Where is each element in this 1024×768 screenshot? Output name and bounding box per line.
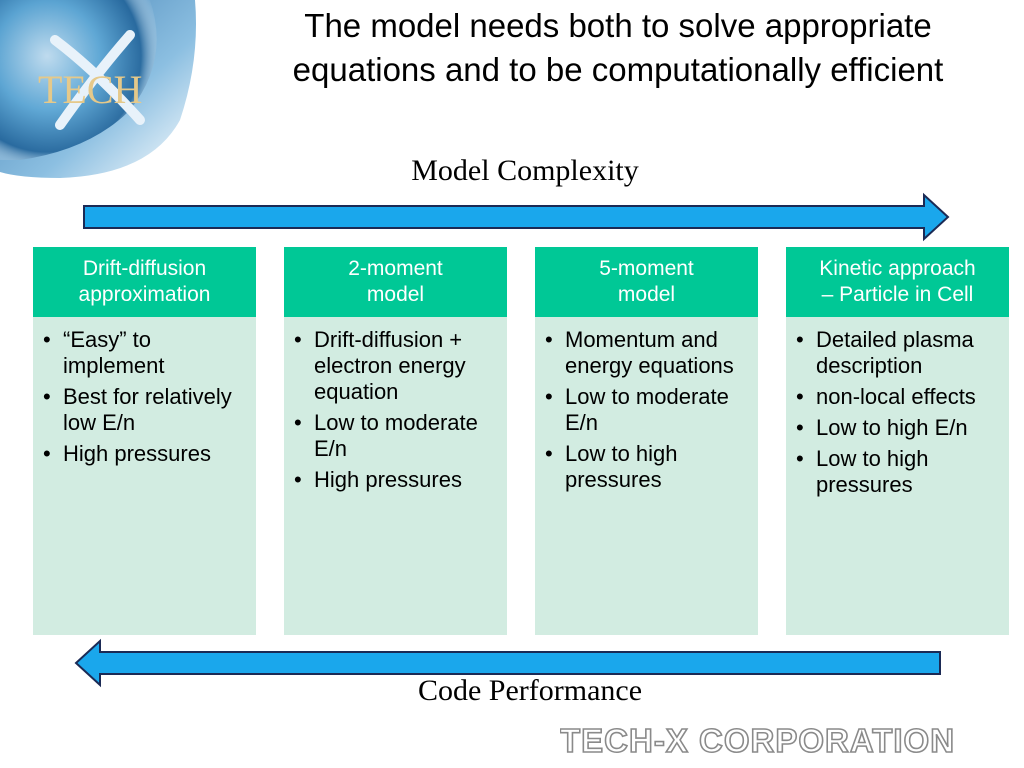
list-item: Detailed plasma description bbox=[796, 327, 1003, 379]
tech-x-logo: TECH bbox=[0, 0, 200, 180]
column-drift-diffusion: Drift-diffusion approximation “Easy” to … bbox=[33, 247, 256, 635]
bullet-list: Detailed plasma description non-local ef… bbox=[786, 317, 1009, 498]
column-header-line: – Particle in Cell bbox=[821, 283, 974, 306]
tech-x-corporation-wordmark: TECH-X CORPORATION bbox=[560, 722, 955, 758]
list-item: Drift-diffusion + electron energy equati… bbox=[294, 327, 501, 405]
bullet-list: Drift-diffusion + electron energy equati… bbox=[284, 317, 507, 493]
title-line-2: equations and to be computationally effi… bbox=[292, 51, 944, 88]
list-item: Low to moderate E/n bbox=[545, 384, 752, 436]
column-header-line: model bbox=[617, 283, 676, 306]
column-header-line: 5-moment bbox=[599, 257, 694, 280]
column-header: 2-moment model bbox=[284, 247, 507, 317]
svg-text:TECH-X CORPORATION: TECH-X CORPORATION bbox=[560, 722, 955, 758]
list-item: Low to high pressures bbox=[545, 441, 752, 493]
list-item: Low to high pressures bbox=[796, 446, 1003, 498]
list-item: Best for relatively low E/n bbox=[43, 384, 250, 436]
column-5-moment: 5-moment model Momentum and energy equat… bbox=[535, 247, 758, 635]
column-header: Drift-diffusion approximation bbox=[33, 247, 256, 317]
list-item: “Easy” to implement bbox=[43, 327, 250, 379]
list-item: Momentum and energy equations bbox=[545, 327, 752, 379]
left-arrow-icon bbox=[74, 638, 941, 688]
slide-title: The model needs both to solve appropriat… bbox=[212, 4, 1024, 92]
column-header: Kinetic approach – Particle in Cell bbox=[786, 247, 1009, 317]
column-header-line: model bbox=[366, 283, 425, 306]
model-complexity-label: Model Complexity bbox=[411, 154, 639, 187]
column-header-line: Drift-diffusion bbox=[82, 257, 207, 280]
title-line-1: The model needs both to solve appropriat… bbox=[304, 7, 932, 44]
column-header-line: Kinetic approach bbox=[819, 257, 976, 280]
svg-text:TECH: TECH bbox=[38, 67, 142, 112]
code-performance-label: Code Performance bbox=[417, 674, 643, 707]
bullet-list: “Easy” to implement Best for relatively … bbox=[33, 317, 256, 467]
list-item: Low to high E/n bbox=[796, 415, 1003, 441]
list-item: non-local effects bbox=[796, 384, 1003, 410]
column-header: 5-moment model bbox=[535, 247, 758, 317]
list-item: High pressures bbox=[43, 441, 250, 467]
list-item: High pressures bbox=[294, 467, 501, 493]
list-item: Low to moderate E/n bbox=[294, 410, 501, 462]
column-header-line: approximation bbox=[78, 283, 211, 306]
column-2-moment: 2-moment model Drift-diffusion + electro… bbox=[284, 247, 507, 635]
column-kinetic: Kinetic approach – Particle in Cell Deta… bbox=[786, 247, 1009, 635]
right-arrow-icon bbox=[83, 192, 950, 242]
bullet-list: Momentum and energy equations Low to mod… bbox=[535, 317, 758, 493]
column-header-line: 2-moment bbox=[348, 257, 443, 280]
